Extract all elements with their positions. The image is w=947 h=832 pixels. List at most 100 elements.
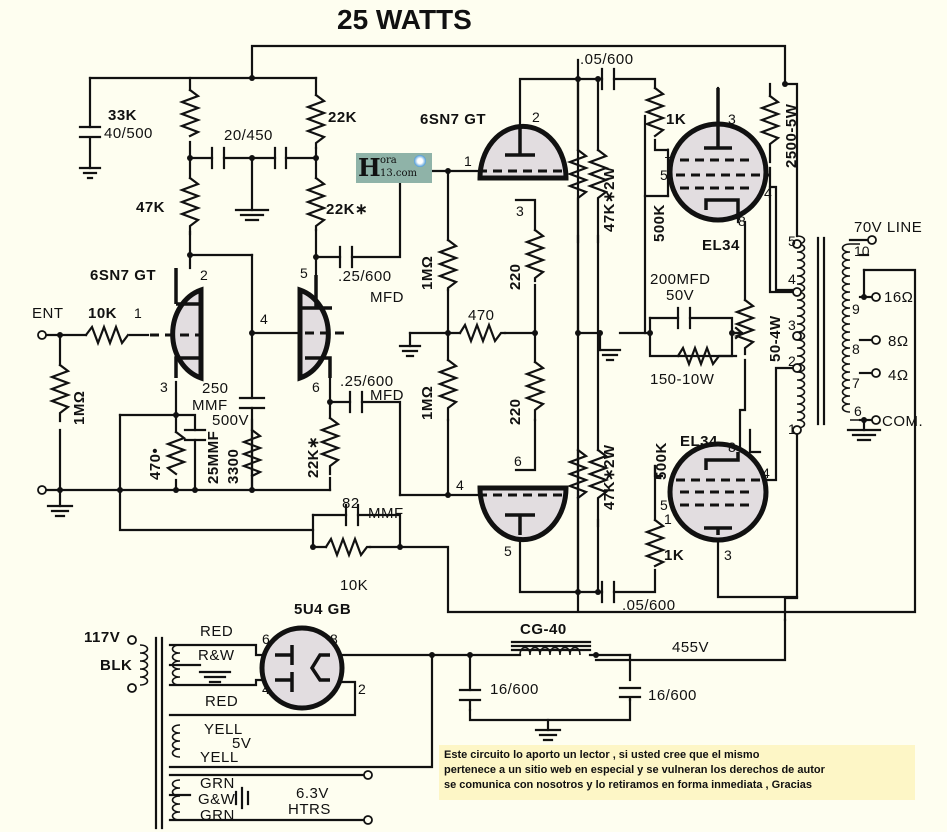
label-c-025-a: .25/600 [338, 268, 392, 285]
pin-label: 1 [134, 305, 142, 321]
mains-terminal-b[interactable] [127, 683, 137, 693]
label-wire-grn2: GRN [200, 807, 235, 824]
resistor-2500-5w [758, 94, 782, 164]
capacitor-05-top [600, 67, 616, 91]
resistor-1meg-b [436, 358, 460, 422]
resistor-1meg-a [436, 238, 460, 292]
label-r-220-b: 220 [507, 398, 524, 425]
label-r-470-cathode: 470• [147, 448, 164, 480]
resistor-10k-feedback [324, 535, 372, 559]
label-c-82: 82 [342, 495, 360, 512]
label-r-10k: 10K [88, 305, 117, 322]
potentiometer-50-4w [733, 298, 757, 356]
label-choke: CG-40 [520, 621, 567, 638]
label-wire-red2: RED [205, 693, 238, 710]
label-r-22k-cathode: 22K∗ [305, 436, 322, 478]
capacitor-20-450-b [273, 146, 288, 170]
capacitors [78, 67, 692, 712]
resistor-1k-b [643, 518, 667, 568]
label-tube-el34-a: EL34 [702, 237, 740, 254]
pin-label: 6 [312, 379, 320, 395]
label-r-1k-a: 1K [666, 111, 686, 128]
pin-label: 10 [854, 243, 870, 259]
logo-text-line2: 13.com [380, 168, 418, 179]
mains-terminal-a[interactable] [127, 635, 137, 645]
label-r-500k-b: 500K [653, 442, 670, 480]
input-terminal[interactable] [37, 330, 47, 340]
label-c-250-unit: MMF [192, 397, 228, 414]
label-r-220-a: 220 [507, 263, 524, 290]
site-logo[interactable]: H ora 13.com [356, 153, 432, 183]
label-c-025-b: .25/600 [340, 373, 394, 390]
ground-icon [598, 348, 622, 362]
notice-line: Este circuito lo aporto un lector , si u… [444, 749, 760, 761]
globe-icon [414, 155, 426, 167]
input-ground-terminal[interactable] [37, 485, 47, 495]
capacitor-16-600-a [458, 688, 482, 712]
pin-label: 4 [262, 681, 270, 697]
label-r-470-pi: 470 [468, 307, 495, 324]
terminals[interactable] [37, 235, 881, 825]
label-r-47k-2w-a: 47K∗2W [601, 166, 618, 232]
logo-initial: H [358, 153, 381, 182]
pin-label: 2 [200, 267, 208, 283]
output-com-terminal[interactable] [871, 415, 881, 425]
resistor-10k [84, 323, 130, 347]
label-r-10k-feedback: 10K [340, 577, 368, 594]
label-c-16-b: 16/600 [648, 687, 697, 704]
label-c-200: 200MFD [650, 271, 711, 288]
choke-cg40 [510, 640, 592, 656]
label-r-3300: 3300 [225, 449, 242, 484]
pin-label: 1 [788, 421, 796, 437]
pin-label: 4 [788, 271, 796, 287]
label-r-1k-b: 1K [664, 547, 684, 564]
label-wire-rw: R&W [198, 647, 235, 664]
resistor-22k-cathode [318, 416, 342, 476]
label-c-25mmf: 25MMF [205, 431, 222, 484]
pin-label: 8 [728, 439, 736, 455]
pin-label: 3 [724, 547, 732, 563]
pin-label: 5 [660, 167, 668, 183]
pin-label: 8 [852, 341, 860, 357]
capacitor-16-600-b [618, 686, 642, 702]
output-4ohm-terminal[interactable] [871, 368, 881, 378]
output-8ohm-terminal[interactable] [871, 335, 881, 345]
ground-icon [198, 670, 232, 684]
pin-label: 6 [262, 631, 270, 647]
pin-label: 5 [660, 497, 668, 513]
resistor-33k [178, 88, 202, 138]
label-htrs: HTRS [288, 801, 331, 818]
label-htrs-v: 6.3V [296, 785, 329, 802]
resistor-220-b [523, 360, 547, 422]
power-transformer [139, 636, 250, 830]
label-c-20-450: 20/450 [224, 127, 273, 144]
capacitor-250mmf [238, 396, 266, 410]
schematic-title: 25 WATTS [337, 4, 472, 35]
capacitor-025-a [338, 245, 354, 269]
pin-label: 4 [260, 311, 268, 327]
label-wire-yell1: YELL [204, 721, 243, 738]
tube-5u4gb-rectifier [259, 625, 345, 711]
resistor-500k-b [586, 448, 610, 528]
tube-v3-6sn7 [477, 123, 569, 181]
pin-label: 6 [514, 453, 522, 469]
ground-icon [398, 344, 422, 358]
pin-label: 8 [738, 213, 746, 229]
label-c-filter: 40/500 [104, 125, 153, 142]
label-c-05-bottom: .05/600 [622, 597, 676, 614]
ground-symbols [46, 166, 882, 742]
label-wire-5v: 5V [232, 735, 251, 752]
label-out-4: 4Ω [888, 367, 909, 384]
pin-label: 7 [852, 375, 860, 391]
output-70v-terminal[interactable] [867, 235, 877, 245]
ground-icon [234, 208, 270, 222]
label-out-8: 8Ω [888, 333, 909, 350]
tube-el34-bottom [667, 441, 769, 543]
tube-v1-6sn7 [150, 268, 204, 382]
output-16ohm-terminal[interactable] [871, 292, 881, 302]
resistor-470-cathode [164, 430, 188, 476]
pin-label: 5 [300, 265, 308, 281]
resistor-47k [178, 176, 202, 236]
ground-icon [46, 504, 74, 518]
